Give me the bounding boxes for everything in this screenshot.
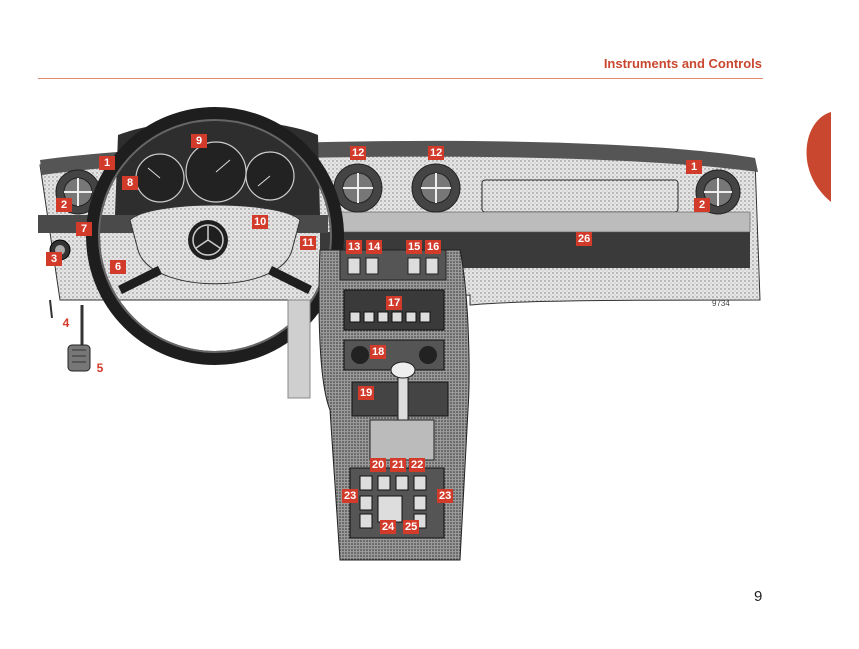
callout-11: 11: [300, 236, 316, 250]
callout-22: 22: [409, 458, 426, 472]
callout-4: 4: [62, 316, 70, 330]
callout-10: 10: [252, 215, 269, 229]
page-number: 9: [754, 588, 763, 605]
callout-23-left: 23: [342, 489, 359, 503]
callout-13: 13: [346, 240, 363, 254]
callout-7: 7: [76, 222, 92, 236]
callout-5: 5: [96, 361, 104, 375]
callout-23-right: 23: [437, 489, 454, 503]
callout-1-left: 1: [99, 156, 115, 170]
header-rule: [38, 78, 763, 79]
callout-21: 21: [390, 458, 407, 472]
callout-8: 8: [122, 176, 138, 190]
callout-6: 6: [110, 260, 126, 274]
callout-14: 14: [366, 240, 383, 254]
callout-17: 17: [386, 296, 403, 310]
callout-2-left: 2: [56, 198, 72, 212]
callout-9: 9: [191, 134, 207, 148]
callout-2-right: 2: [694, 198, 710, 212]
callout-25: 25: [403, 520, 420, 534]
callout-18: 18: [370, 345, 387, 359]
callout-26: 26: [576, 232, 593, 246]
callout-16: 16: [425, 240, 442, 254]
page-title: Instruments and Controls: [603, 56, 762, 71]
figure-code: 9734: [712, 299, 730, 308]
callout-3: 3: [46, 252, 62, 266]
callout-15: 15: [406, 240, 423, 254]
callout-20: 20: [370, 458, 387, 472]
callout-24: 24: [380, 520, 397, 534]
callout-1-right: 1: [686, 160, 702, 174]
callout-19: 19: [358, 386, 375, 400]
callout-12-left: 12: [350, 146, 367, 160]
callout-12-right: 12: [428, 146, 445, 160]
thumb-index-tab: [806, 112, 831, 202]
